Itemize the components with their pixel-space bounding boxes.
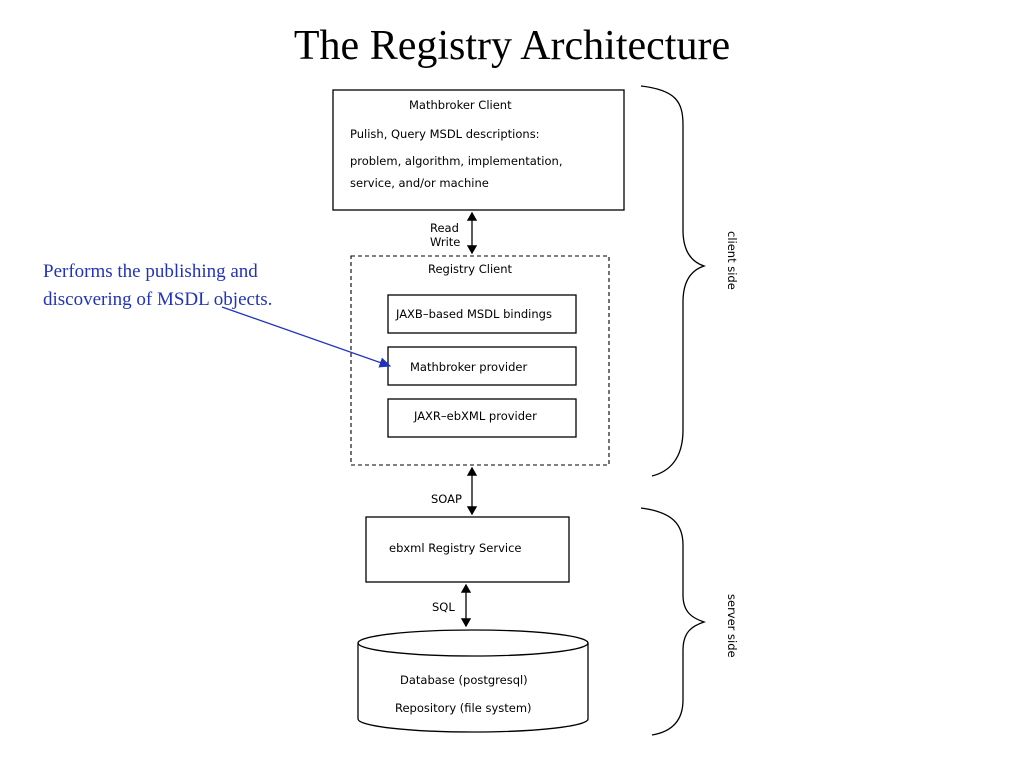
page-title: The Registry Architecture xyxy=(293,23,731,69)
jaxb-bindings-label: JAXB–based MSDL bindings xyxy=(396,307,552,321)
client-side-brace xyxy=(640,85,707,477)
mathbroker-client-line1: Pulish, Query MSDL descriptions: xyxy=(350,127,540,141)
mathbroker-provider-label: Mathbroker provider xyxy=(410,360,528,374)
mathbroker-client-box xyxy=(332,89,625,211)
annotation-text: Performs the publishing and discovering … xyxy=(43,261,273,310)
registry-service-label: ebxml Registry Service xyxy=(389,541,522,555)
mathbroker-client-line3: service, and/or machine xyxy=(350,176,489,190)
repository-label: Repository (file system) xyxy=(395,701,532,715)
registry-service-box xyxy=(365,516,570,583)
server-side-brace xyxy=(640,507,707,736)
sql-label: SQL xyxy=(432,600,455,614)
database-label: Database (postgresql) xyxy=(400,673,528,687)
jaxr-ebxml-provider-label: JAXR–ebXML provider xyxy=(414,409,537,423)
registry-client-box xyxy=(350,255,610,466)
soap-label: SOAP xyxy=(431,492,462,506)
mathbroker-client-title: Mathbroker Client xyxy=(409,98,512,112)
jaxb-bindings-box xyxy=(387,294,577,334)
client-side-label: client side xyxy=(725,231,739,290)
registry-client-title: Registry Client xyxy=(428,262,513,276)
write-label: Write xyxy=(430,235,461,249)
server-side-label: server side xyxy=(725,594,739,658)
jaxr-ebxml-provider-box xyxy=(387,398,577,438)
mathbroker-client-line2: problem, algorithm, implementation, xyxy=(350,154,563,168)
database-cylinder xyxy=(357,629,589,733)
read-label: Read xyxy=(430,221,459,235)
annotation-arrow xyxy=(221,306,392,368)
